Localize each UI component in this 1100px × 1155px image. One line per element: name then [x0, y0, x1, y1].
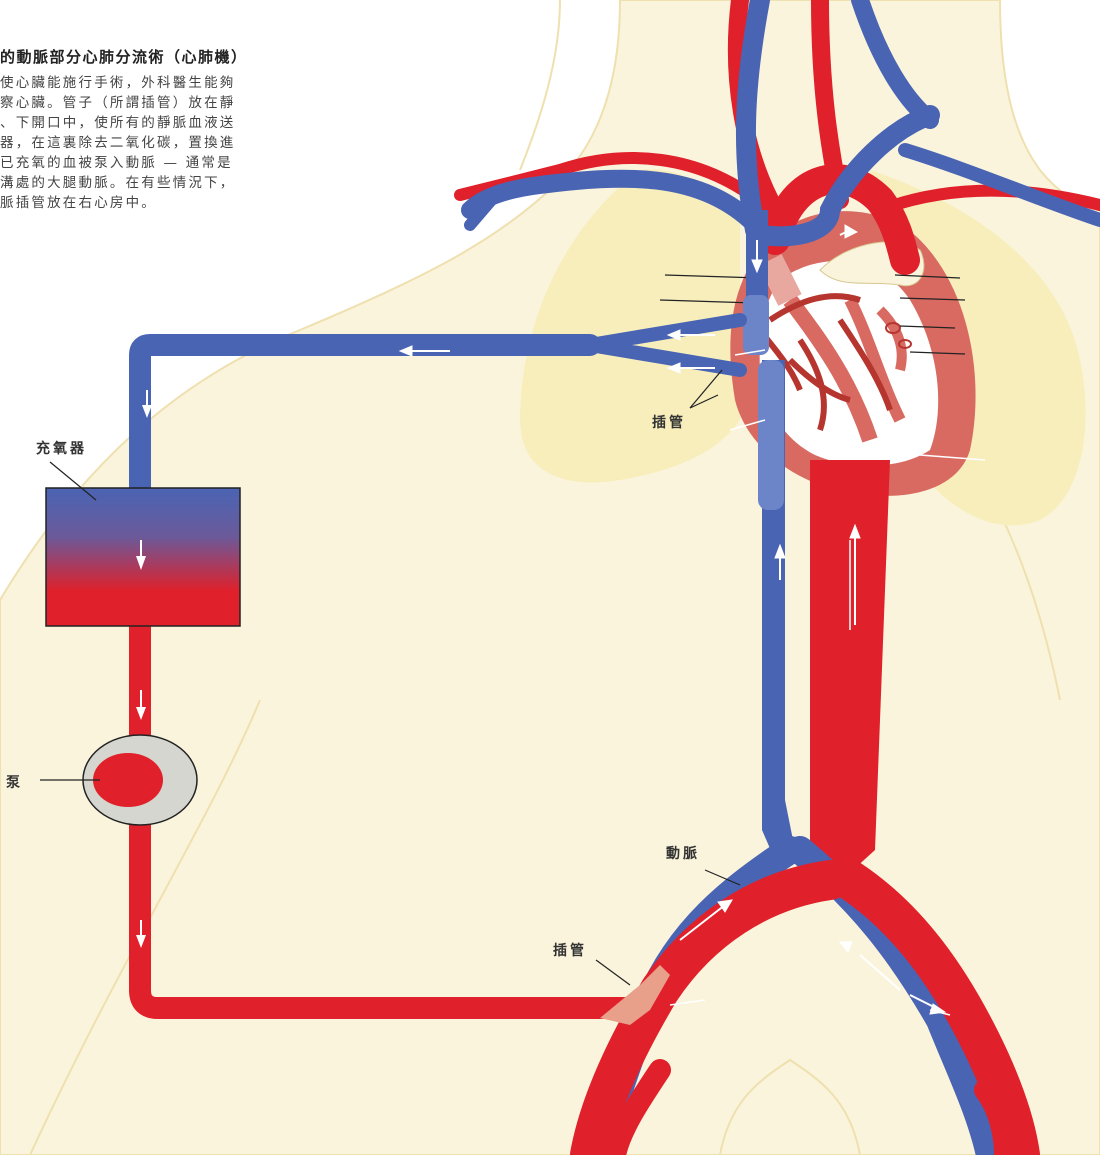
- artery-label: 動脈: [666, 843, 700, 863]
- caption-line: 、下開口中，使所有的靜脈血液送: [0, 113, 330, 133]
- caption-line: 已充氧的血被泵入動脈 — 通常是: [0, 153, 330, 173]
- caption-title: 的動脈部分心肺分流術（心肺機）: [0, 46, 330, 67]
- caption-line: 器，在這裏除去二氧化碳，置換進: [0, 133, 330, 153]
- oxygenator-label: 充氧器: [36, 438, 87, 458]
- caption-line: 脈插管放在右心房中。: [0, 193, 330, 213]
- caption-line: 溝處的大腿動脈。在有些情況下，: [0, 173, 330, 193]
- caption-block: 的動脈部分心肺分流術（心肺機） 使心臟能施行手術，外科醫生能夠 察心臟。管子（所…: [0, 46, 330, 213]
- cannula-svc: [743, 295, 769, 355]
- caption-line: 察心臟。管子（所謂插管）放在靜: [0, 93, 330, 113]
- cannula-label-top: 插管: [652, 412, 686, 432]
- caption-line: 使心臟能施行手術，外科醫生能夠: [0, 73, 330, 93]
- cannula-label-bottom: 插管: [553, 940, 587, 960]
- pump-label: 泵: [6, 772, 23, 792]
- cannula-ivc: [758, 360, 784, 510]
